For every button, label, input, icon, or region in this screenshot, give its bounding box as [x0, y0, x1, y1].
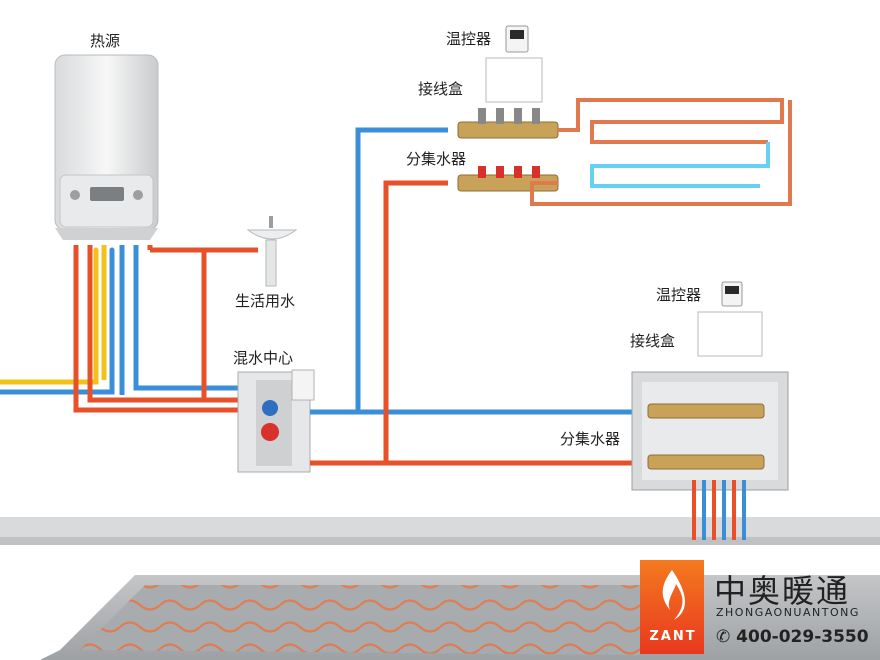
flame-icon [662, 570, 685, 620]
domestic-water-pipe [150, 247, 258, 402]
thermostat-top-device [505, 25, 529, 53]
mixing-center-unit [237, 369, 315, 473]
brand-logo [640, 560, 704, 654]
manifold-top-unit [457, 57, 559, 192]
thermostat-right-device [721, 281, 743, 307]
main-pipes [310, 127, 632, 466]
boiler [54, 54, 159, 240]
phone-icon: ✆ [716, 627, 731, 647]
junction-box-top-label: 接线盒 [418, 80, 464, 98]
sink [246, 216, 298, 287]
heating-loop [530, 98, 792, 206]
brand-name-en: ZHONGAONUANTONG [716, 606, 860, 619]
heat-source-label: 热源 [90, 32, 121, 50]
manifold-right-label: 分集水器 [560, 430, 621, 448]
mixing-center-label: 混水中心 [233, 349, 294, 367]
brand-name-cn: 中奥暖通 [714, 572, 851, 610]
manifold-right-cabinet [631, 311, 789, 491]
logo-text: ZANT [649, 629, 697, 644]
manifold-top-label: 分集水器 [406, 150, 467, 168]
phone-number: ✆ 400-029-3550 [716, 627, 869, 647]
thermostat-right-label: 温控器 [656, 286, 702, 304]
inlet-pipes [0, 247, 115, 395]
phone-value: 400-029-3550 [736, 627, 869, 647]
junction-box-right-label: 接线盒 [630, 332, 676, 350]
domestic-water-label: 生活用水 [235, 292, 296, 310]
boiler-pipes [73, 245, 238, 413]
cabinet-drop-pipes [692, 480, 746, 540]
thermostat-top-label: 温控器 [446, 30, 492, 48]
